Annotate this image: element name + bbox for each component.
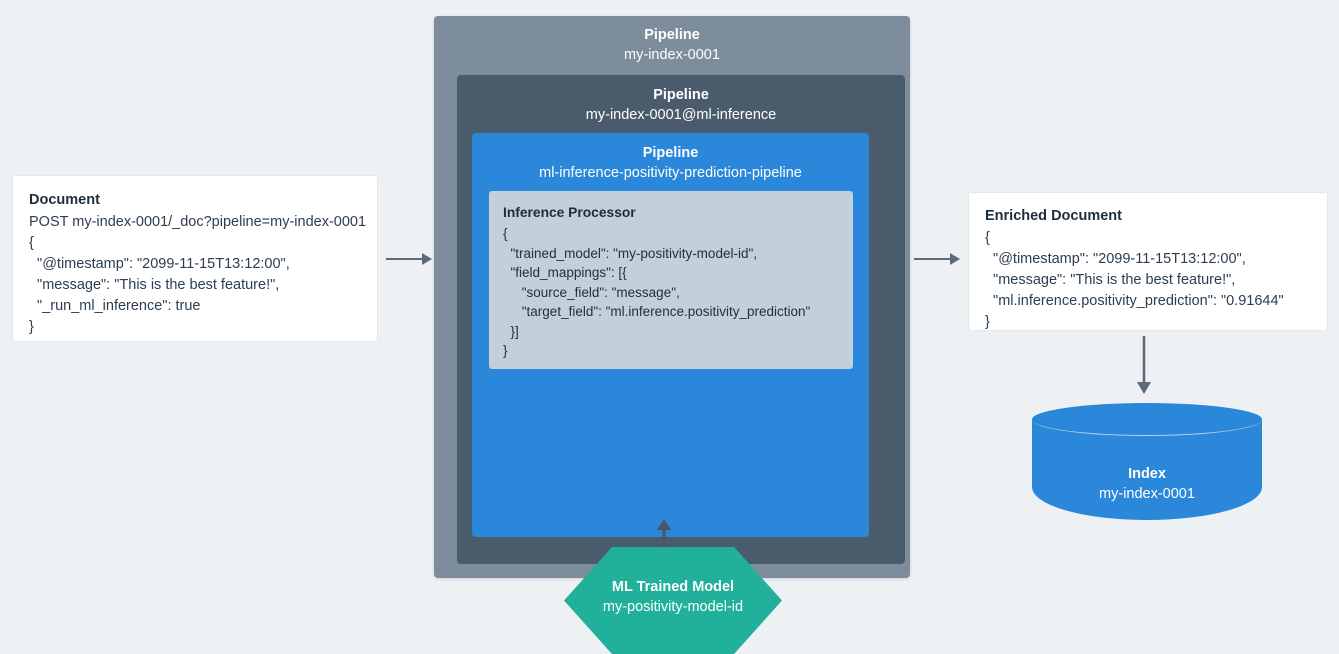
pipeline-middle-label: Pipeline my-index-0001@ml-inference: [457, 75, 905, 125]
pipeline-middle-kind: Pipeline: [653, 87, 709, 103]
inference-processor-line: "trained_model": "my-positivity-model-id…: [503, 245, 758, 261]
document-line: "@timestamp": "2099-11-15T13:12:00",: [29, 256, 290, 273]
enriched-document-line: }: [985, 314, 990, 331]
document-line: "_run_ml_inference": true: [29, 298, 201, 315]
inference-processor-card: Inference Processor { "trained_model": "…: [489, 191, 853, 369]
pipeline-inner-box: Pipeline ml-inference-positivity-predict…: [472, 133, 869, 654]
pipeline-inner-kind: Pipeline: [642, 145, 699, 161]
inference-processor-line: "source_field": "message",: [503, 284, 680, 300]
inference-processor-line: }: [503, 343, 508, 359]
ml-trained-model-kind: ML Trained Model: [611, 579, 735, 595]
pipeline-inner-name: ml-inference-positivity-prediction-pipel…: [539, 165, 802, 181]
index-cylinder: Index my-index-0001: [1032, 403, 1262, 536]
arrow-enriched-to-index-icon: [1135, 336, 1153, 399]
enriched-document-line: "ml.inference.positivity_prediction": "0…: [985, 293, 1284, 310]
index-cylinder-label: Index my-index-0001: [1032, 465, 1262, 504]
pipeline-outer-name: my-index-0001: [624, 47, 720, 63]
inference-processor-line: }]: [503, 323, 519, 339]
enriched-document-title: Enriched Document: [985, 208, 1122, 224]
document-card-title: Document: [29, 192, 100, 208]
index-cylinder-top: [1032, 403, 1262, 436]
inference-processor-line: "field_mappings": [{: [503, 265, 627, 281]
arrow-pipeline-to-enriched-icon: [914, 250, 960, 273]
pipeline-outer-label: Pipeline my-index-0001: [434, 16, 910, 65]
pipeline-outer-kind: Pipeline: [644, 27, 700, 43]
document-line: POST my-index-0001/_doc?pipeline=my-inde…: [29, 214, 367, 231]
ml-trained-model-name: my-positivity-model-id: [602, 599, 744, 615]
enriched-document-line: "message": "This is the best feature!",: [985, 272, 1236, 289]
pipeline-middle-name: my-index-0001@ml-inference: [585, 107, 777, 123]
inference-processor-line: "target_field": "ml.inference.positivity…: [503, 304, 811, 320]
document-line: "message": "This is the best feature!",: [29, 277, 280, 294]
arrow-document-to-pipeline-icon: [386, 250, 432, 273]
enriched-document-line: {: [985, 230, 990, 247]
document-line: {: [29, 235, 34, 252]
index-kind: Index: [1128, 466, 1166, 482]
index-name: my-index-0001: [1099, 486, 1195, 502]
pipeline-inner-label: Pipeline ml-inference-positivity-predict…: [472, 133, 869, 183]
enriched-document-line: "@timestamp": "2099-11-15T13:12:00",: [985, 251, 1246, 268]
document-card: Document POST my-index-0001/_doc?pipelin…: [12, 175, 378, 342]
pipeline-middle-box: Pipeline my-index-0001@ml-inference Pipe…: [457, 75, 905, 654]
pipeline-outer-box: Pipeline my-index-0001 Pipeline my-index…: [434, 16, 910, 654]
document-line: }: [29, 319, 34, 336]
inference-processor-title: Inference Processor: [503, 205, 636, 220]
enriched-document-card: Enriched Document { "@timestamp": "2099-…: [968, 192, 1328, 331]
inference-processor-line: {: [503, 226, 508, 241]
ml-trained-model-hexagon: ML Trained Model my-positivity-model-id: [564, 547, 782, 654]
